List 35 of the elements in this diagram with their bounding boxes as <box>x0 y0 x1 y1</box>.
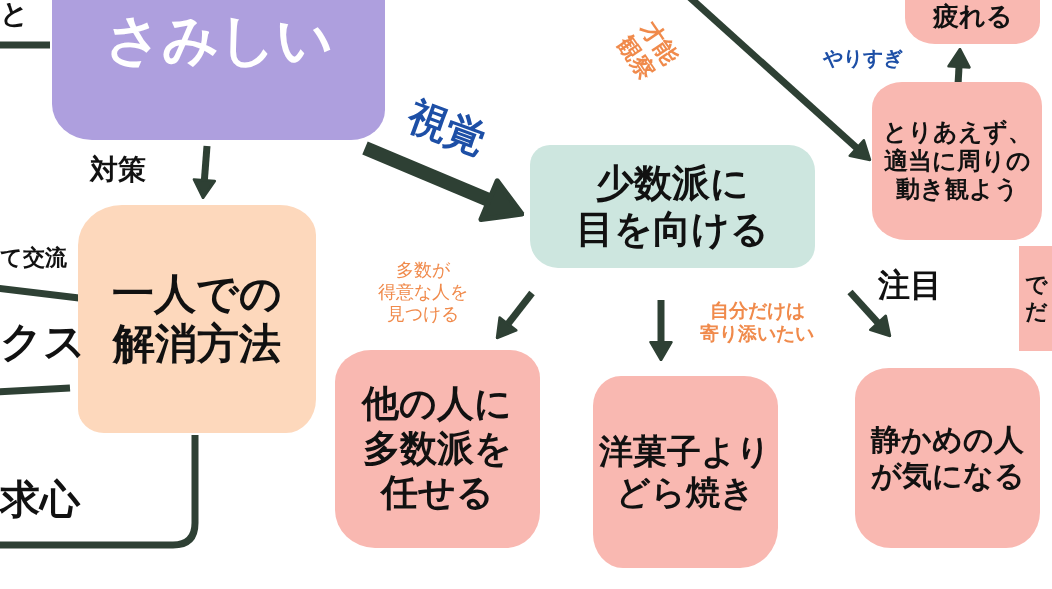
arrow <box>192 145 217 200</box>
node-label: 疲れる <box>932 1 1013 33</box>
text-label: クス <box>0 318 86 367</box>
connector-line <box>0 435 199 549</box>
node-label: 静かめの人が気になる <box>869 422 1026 494</box>
edge-label: 対策 <box>88 152 147 188</box>
edge-label: 注目 <box>877 266 943 306</box>
edge-label: 視覚 <box>400 91 494 165</box>
connector-line <box>0 41 50 49</box>
edge-label: やりすぎ <box>822 45 904 71</box>
node-label: 他の人に多数派を任せる <box>360 382 514 516</box>
rounded-box <box>855 368 1040 548</box>
rounded-box <box>52 0 385 140</box>
rounded-box <box>872 82 1042 240</box>
rounded-box <box>1019 246 1052 351</box>
rounded-box <box>905 0 1040 44</box>
node-label: 洋菓子よりどら焼き <box>598 431 773 513</box>
node-label: とりあえず、適当に周りの動き観よう <box>881 117 1033 205</box>
node-label: でだ <box>1024 272 1047 325</box>
rounded-box <box>530 145 815 268</box>
text-label: と <box>0 0 29 31</box>
arrow <box>495 290 535 340</box>
edge-label: 才能観察 <box>611 14 685 87</box>
rounded-box <box>335 350 540 548</box>
arrow <box>847 289 892 338</box>
edge-label: 多数が得意な人を見つける <box>377 259 469 325</box>
connector-line <box>0 284 80 302</box>
connector-line <box>0 384 71 396</box>
edge-label: 自分だけは寄り添いたい <box>699 298 815 346</box>
text-label: て交流 <box>0 245 67 271</box>
node-label: 一人での解消方法 <box>111 268 283 370</box>
rounded-box <box>593 376 778 568</box>
node-label: 少数派に目を向ける <box>575 160 770 253</box>
arrow <box>362 141 525 223</box>
node-label: さみしい <box>104 6 333 74</box>
